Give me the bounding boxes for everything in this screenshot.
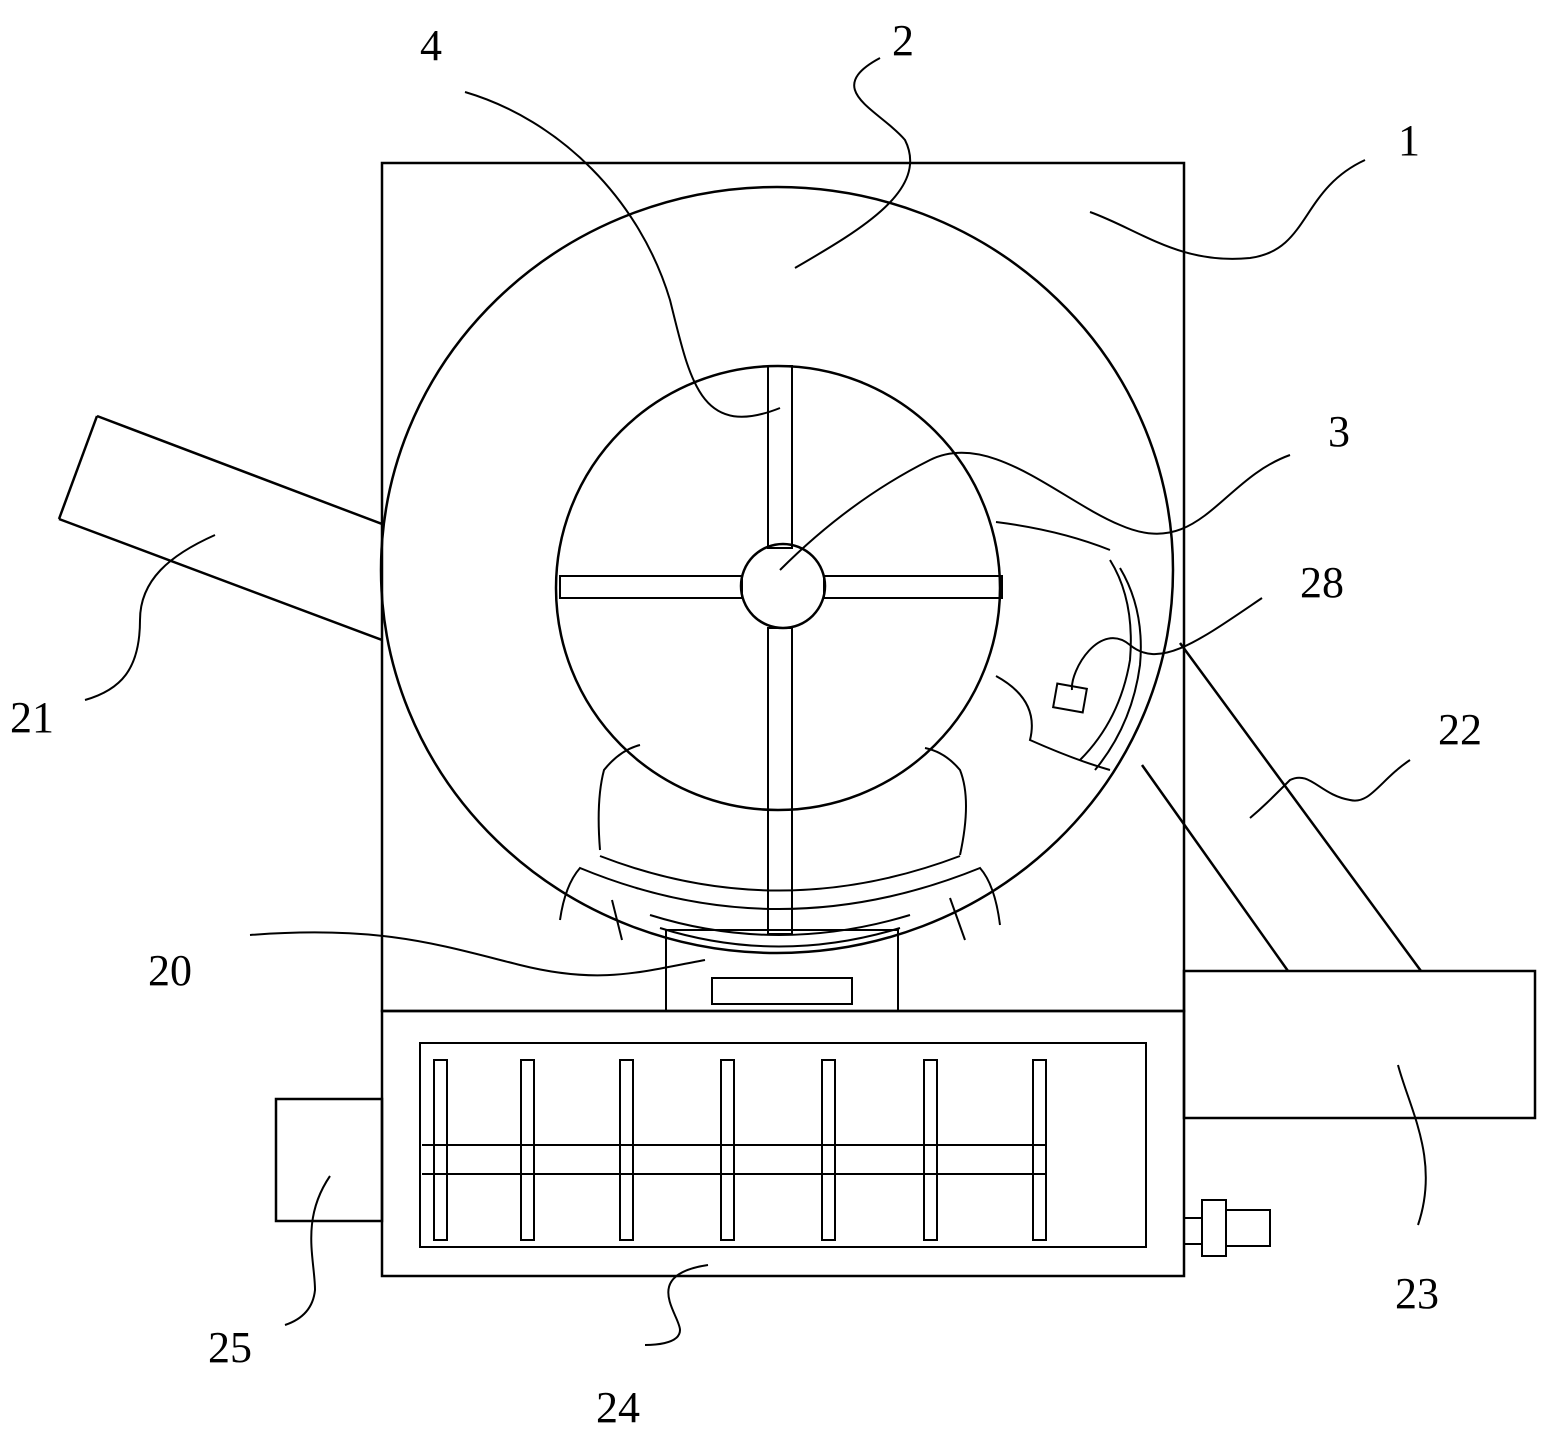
paddle [520, 1059, 535, 1241]
right-liner [995, 521, 1142, 771]
label-25: 25 [208, 1323, 252, 1372]
blade [767, 627, 793, 935]
label-20: 20 [148, 946, 192, 995]
label-22: 22 [1438, 705, 1482, 754]
paddle [720, 1059, 735, 1241]
blade [559, 575, 743, 599]
hub [739, 542, 827, 630]
leader-2 [794, 57, 912, 269]
leader-20 [249, 931, 706, 977]
motor [274, 1097, 384, 1223]
paddle [619, 1059, 634, 1241]
mixing-paddles [433, 1059, 1047, 1241]
paddle [1032, 1059, 1047, 1241]
label-23: 23 [1395, 1269, 1439, 1318]
rotor [554, 364, 1002, 812]
drum [379, 185, 1175, 955]
leader-24 [644, 1264, 709, 1346]
label-3: 3 [1328, 407, 1350, 456]
blade [823, 575, 1003, 599]
lower-liner [559, 744, 1001, 948]
leader-1 [1089, 159, 1366, 260]
leader-25 [284, 1175, 331, 1326]
label-28: 28 [1300, 558, 1344, 607]
label-1: 1 [1398, 116, 1420, 165]
outlet-seat [665, 929, 899, 1012]
discharge-chute [1140, 642, 1423, 972]
side-box [1182, 969, 1537, 1120]
leader-22 [1249, 759, 1411, 819]
paddle [433, 1059, 448, 1241]
leader-lines [84, 57, 1427, 1346]
mixing-tank-inner [419, 1042, 1147, 1248]
blades [559, 365, 1003, 935]
feed-hopper [57, 414, 383, 642]
label-2: 2 [892, 16, 914, 65]
blade [767, 365, 793, 549]
leader-4 [464, 91, 781, 418]
paddle [821, 1059, 836, 1241]
leader-21 [84, 534, 216, 701]
label-24: 24 [596, 1383, 640, 1432]
leader-3 [779, 451, 1291, 571]
paddle [923, 1059, 938, 1241]
label-4: 4 [420, 21, 442, 70]
drain-valve [1183, 1199, 1271, 1257]
leader-28 [1070, 597, 1263, 691]
housing-upper [380, 161, 1186, 1013]
label-21: 21 [10, 693, 54, 742]
leader-23 [1397, 1064, 1427, 1226]
sensor [1051, 682, 1089, 714]
mixing-tank [380, 1009, 1186, 1278]
